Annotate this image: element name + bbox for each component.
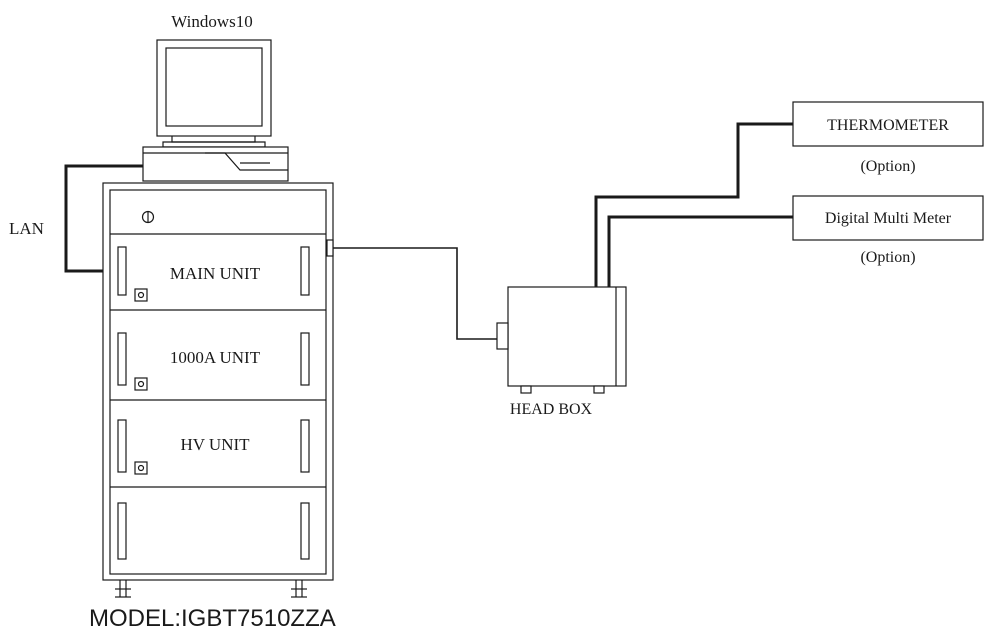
os-label: Windows10: [171, 12, 252, 31]
hv-unit-panel: HV UNIT: [117, 419, 310, 475]
hv-unit-button-dot: [137, 464, 145, 472]
hv-unit-handle-left: [117, 419, 127, 473]
dmm-cable: [607, 215, 793, 287]
desktop-case: [142, 146, 289, 182]
caster-right: [291, 580, 307, 598]
head-box-label: HEAD BOX: [510, 401, 593, 418]
main-unit-panel: MAIN UNIT: [117, 246, 310, 302]
main-unit-handle-left: [117, 246, 127, 296]
main-unit-label: MAIN UNIT: [170, 264, 261, 283]
thermometer: THERMOMETER (Option): [792, 101, 984, 175]
rack-cabinet: MAIN UNIT 1000A UNIT HV UNIT: [89, 182, 336, 632]
digital-multi-meter: Digital Multi Meter (Option): [792, 195, 984, 266]
main-unit-button-dot: [137, 291, 145, 299]
hv-unit-handle-right: [300, 419, 310, 473]
lan-label: LAN: [9, 219, 44, 238]
hv-unit-button: [134, 461, 148, 475]
desktop-pc: [142, 146, 289, 182]
lan-wire: [64, 164, 143, 273]
unit-1000a-button: [134, 377, 148, 391]
thermometer-cable: [594, 122, 793, 287]
unit-1000a-panel: 1000A UNIT: [117, 332, 310, 391]
caster-left: [115, 580, 131, 598]
main-unit-handle-right: [300, 246, 310, 296]
headbox-cable: [333, 247, 497, 340]
monitor-stand-neck: [171, 136, 256, 143]
bottom-panel: [117, 502, 310, 560]
head-box-connector: [496, 322, 509, 350]
unit-1000a-button-dot: [137, 380, 145, 388]
head-box-foot-right: [593, 385, 605, 394]
hv-unit-label: HV UNIT: [180, 435, 250, 454]
unit-1000a-handle-left: [117, 332, 127, 386]
cabinet-connector: [326, 239, 334, 257]
dmm-option-label: (Option): [860, 249, 915, 266]
head-box-foot-left: [520, 385, 532, 394]
desktop-drive-slot: [205, 152, 288, 171]
monitor-screen: [165, 47, 263, 127]
dmm-label: Digital Multi Meter: [825, 210, 952, 227]
model-label: MODEL:IGBT7510ZZA: [89, 605, 336, 632]
monitor-stand-base: [162, 141, 266, 148]
bottom-handle-left: [117, 502, 127, 560]
unit-1000a-label: 1000A UNIT: [170, 348, 261, 367]
lan-cable: LAN: [9, 164, 143, 273]
head-box-body: [507, 286, 627, 387]
head-box: HEAD BOX: [496, 286, 627, 418]
thermometer-label: THERMOMETER: [827, 117, 949, 134]
thermometer-box: [792, 101, 984, 147]
dmm-box: [792, 195, 984, 241]
thermometer-option-label: (Option): [860, 158, 915, 175]
bottom-handle-right: [300, 502, 310, 560]
main-unit-button: [134, 288, 148, 302]
monitor: Windows10: [156, 12, 272, 148]
unit-1000a-handle-right: [300, 332, 310, 386]
